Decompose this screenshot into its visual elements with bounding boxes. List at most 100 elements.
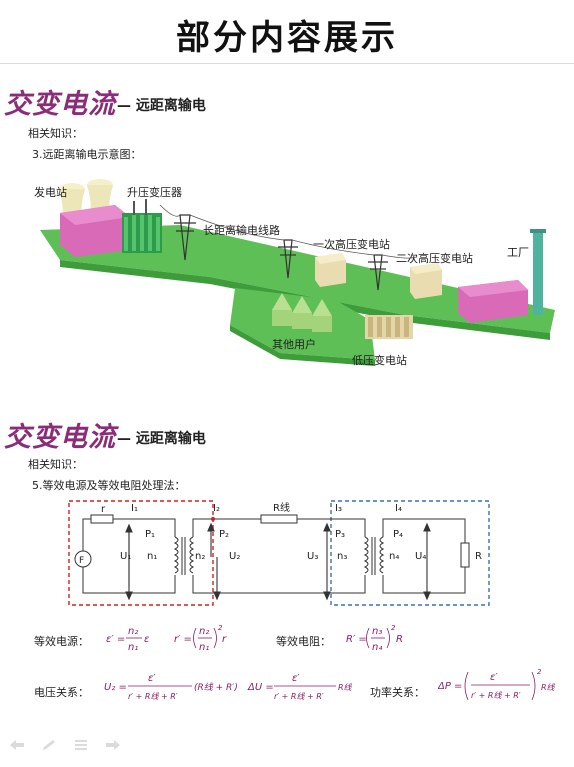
label-r: r [101,504,106,515]
f2-lhs: r′ = [174,634,192,645]
f1-num: n₂ [128,626,138,637]
step-up-transformer [122,199,162,253]
label-n2: n₂ [195,551,205,562]
slide-nav [8,738,122,752]
label-U2: U₂ [229,551,240,562]
resistor-R [460,542,470,568]
label-n4: n₄ [389,551,399,562]
other-users-houses [272,293,332,332]
menu-icon[interactable] [72,738,90,752]
f2-num: n₂ [199,626,209,637]
secondary-substation [410,263,442,299]
primary-substation [315,253,346,287]
tower-3 [368,254,388,291]
label-P4: P₄ [393,529,403,540]
formula-voltage: U₂ = ε′ r′ + R线 + R′ (R线 + R′) ΔU = ε′ r… [104,673,353,701]
equivalent-load-box [330,500,490,606]
label-n1: n₁ [147,551,157,562]
power-plant-roof [60,205,130,225]
label-power-plant: 发电站 [34,186,67,199]
label-primary-sub: 一次高压变电站 [313,238,390,251]
section2-related: 相关知识： [28,458,83,471]
circuit-wires [82,514,470,594]
circuit-arrows [125,522,431,601]
factory [458,229,546,323]
f6-num: ε′ [490,672,498,683]
section2-item: 5.等效电源及等效电阻处理法： [32,479,186,492]
section1-related: 相关知识： [28,127,83,140]
label-step-up: 升压变压器 [127,186,182,199]
section1-brand: 交变电流 [4,89,116,120]
f5-tail: R线 [338,683,353,692]
resistor-line [260,514,298,524]
formula-power: ΔP = ε′ r′ + R线 + R′ 2 R线 [438,668,556,701]
label-low-sub: 低压变电站 [352,354,407,367]
f1-tail: ε [144,634,150,645]
voltage-label: 电压关系： [34,686,89,699]
label-I1: I₁ [131,503,138,514]
f5-den: r′ + R线 + R′ [274,692,324,701]
pen-icon[interactable] [40,738,58,752]
f4-num: ε′ [148,673,156,684]
f4-lhs: U₂ = [104,682,127,693]
tower-2 [278,239,298,279]
title-divider [0,63,574,64]
label-line: 长距离输电线路 [203,224,280,237]
label-I2: I₂ [213,503,220,514]
label-secondary-sub: 二次高压变电站 [396,252,473,265]
label-P3: P₃ [335,529,345,540]
node-dot [211,517,215,521]
label-factory: 工厂 [507,246,529,259]
label-P2: P₂ [219,529,229,540]
f2-exp: 2 [218,624,223,632]
transmission-diagram [40,179,555,366]
ground-strip [40,225,555,333]
ground-branch-edge [230,325,375,366]
label-P1: P₁ [145,529,155,540]
f6-lhs: ΔP = [438,681,462,692]
label-other-users: 其他用户 [272,338,316,351]
power-label: 功率关系： [370,686,425,699]
f2-den: n₁ [199,642,209,653]
f4-tail: (R线 + R′) [194,682,238,693]
formula-source: ε′ = n₂ n₁ ε r′ = n₂ n₁ 2 r [106,624,227,653]
page-title: 部分内容展示 [176,18,398,58]
f2-tail: r [222,634,227,645]
label-F: F [79,556,84,566]
label-R: R [475,551,482,562]
label-I4: I₄ [395,503,402,514]
formula-resistance: R′ = n₃ n₄ 2 R [346,624,403,653]
low-voltage-substation [365,315,413,339]
f5-num: ε′ [292,673,300,684]
f4-den: r′ + R线 + R′ [128,692,178,701]
f3-tail: R [396,634,403,645]
f6-tail: R线 [541,683,556,692]
label-n3: n₃ [337,551,347,562]
f3-lhs: R′ = [346,634,367,645]
label-I3: I₃ [335,503,342,514]
f3-den: n₄ [372,642,382,653]
next-arrow-icon[interactable] [104,738,122,752]
f5-lhs: ΔU = [247,682,274,693]
f6-den: r′ + R线 + R′ [471,691,521,700]
f3-num: n₃ [372,626,382,637]
eq-source-label: 等效电源： [34,635,89,648]
f1-lhs: ε′ = [106,634,125,645]
label-U4: U₄ [415,551,426,562]
section1-item: 3.远距离输电示意图： [32,148,142,161]
generator-icon [74,550,92,568]
resistor-r [90,514,114,524]
label-U1: U₁ [120,551,131,562]
section1-subtitle: — 远距离输电 [117,98,206,114]
circuit-diagram: r F I₁ P₁ U₁ n₁ n₂ I₂ P₂ U₂ R线 U₃ I₃ P₃ … [68,500,490,606]
tower-1 [174,214,196,261]
equivalent-source-box [68,500,214,606]
power-lines [159,204,416,259]
section2-brand: 交变电流 [4,422,116,453]
label-U3: U₃ [307,551,318,562]
f3-exp: 2 [391,624,396,632]
f1-den: n₁ [128,642,138,653]
prev-arrow-icon[interactable] [8,738,26,752]
section2-subtitle: — 远距离输电 [117,431,206,447]
eq-resistance-label: 等效电阻： [276,635,331,648]
